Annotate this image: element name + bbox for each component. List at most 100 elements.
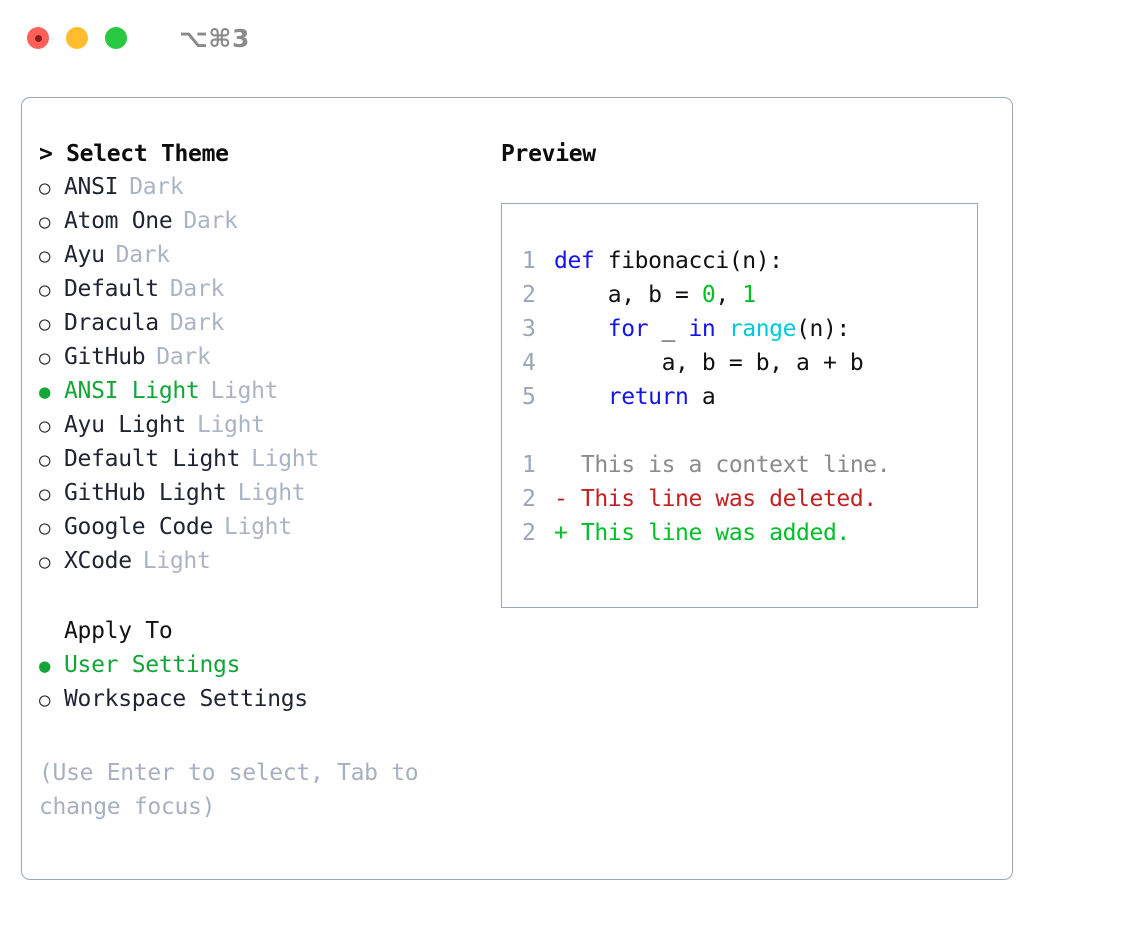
theme-option-label: GitHub Light	[64, 480, 227, 506]
code-line-text: def fibonacci(n):	[554, 248, 783, 274]
diff-sample: 1 This is a context line. 2 - This line wa…	[502, 452, 977, 554]
radio-selected-icon: ●	[39, 381, 51, 403]
apply-to-option-label: User Settings	[64, 652, 241, 678]
preview-title: Preview	[501, 141, 596, 167]
code-line-text: return a	[554, 384, 716, 410]
page-title-prefix: >	[39, 141, 67, 167]
theme-option-label: Atom One	[64, 208, 173, 234]
code-line-text: for _ in range(n):	[554, 316, 850, 342]
code-token-plain: ,	[715, 282, 743, 308]
code-token-plain	[715, 316, 728, 342]
code-token-kw: def	[554, 248, 595, 274]
theme-option-google-code[interactable]: ○ Google Code Light	[39, 514, 499, 548]
theme-variant-badge: Dark	[129, 174, 184, 200]
spacer	[502, 418, 977, 452]
title-bar: ⌥⌘3	[0, 0, 1140, 76]
radio-unselected-icon: ○	[39, 517, 51, 539]
theme-variant-badge: Light	[224, 514, 292, 540]
maximize-window-button[interactable]	[105, 27, 127, 49]
theme-option-label: Default Light	[64, 446, 241, 472]
diff-line-text: + This line was added.	[554, 520, 850, 546]
theme-option-label: ANSI Light	[64, 378, 200, 404]
theme-option-label: Ayu Light	[64, 412, 186, 438]
diff-line-text: - This line was deleted.	[554, 486, 877, 512]
radio-unselected-icon: ○	[39, 415, 51, 437]
code-token-plain: a, b = b, a + b	[554, 350, 864, 376]
theme-option-github[interactable]: ○ GitHub Dark	[39, 344, 499, 378]
line-number: 2	[522, 486, 536, 512]
code-token-plain	[554, 384, 608, 410]
theme-option-default[interactable]: ○ Default Dark	[39, 276, 499, 310]
keyboard-shortcut-label: ⌥⌘3	[179, 23, 250, 53]
theme-option-label: XCode	[64, 548, 132, 574]
code-line: 5 return a	[502, 384, 977, 418]
radio-unselected-icon: ○	[39, 449, 51, 471]
theme-option-label: Ayu	[64, 242, 105, 268]
theme-variant-badge: Light	[251, 446, 319, 472]
theme-option-default-light[interactable]: ○ Default Light Light	[39, 446, 499, 480]
radio-selected-icon: ●	[39, 655, 51, 677]
theme-variant-badge: Light	[210, 378, 279, 404]
line-number: 4	[522, 350, 536, 376]
diff-line-del: 2 - This line was deleted.	[502, 486, 977, 520]
radio-unselected-icon: ○	[39, 347, 51, 369]
theme-option-ayu-light[interactable]: ○ Ayu Light Light	[39, 412, 499, 446]
code-token-plain: a, b =	[554, 282, 702, 308]
theme-option-label: GitHub	[64, 344, 146, 370]
apply-to-option-workspace-settings[interactable]: ○Workspace Settings	[39, 686, 499, 720]
code-token-plain: a	[688, 384, 716, 410]
keyboard-hint: (Use Enter to select, Tab to change focu…	[39, 760, 419, 820]
code-token-plain: fibonacci(n):	[594, 248, 783, 274]
diff-line-text: This is a context line.	[554, 452, 891, 478]
apply-to-option-label: Workspace Settings	[64, 686, 308, 712]
theme-variant-badge: Dark	[183, 208, 238, 234]
theme-option-atom-one[interactable]: ○ Atom One Dark	[39, 208, 499, 242]
theme-option-label: Default	[64, 276, 159, 302]
apply-to-heading: Apply To	[64, 618, 173, 644]
code-token-num: 1	[742, 282, 756, 308]
diff-line-add: 2 + This line was added.	[502, 520, 977, 554]
theme-variant-badge: Light	[237, 480, 306, 506]
theme-variant-badge: Dark	[169, 276, 225, 302]
theme-variant-badge: Light	[196, 412, 265, 438]
code-token-kw: return	[607, 384, 689, 410]
minimize-window-button[interactable]	[66, 27, 88, 49]
line-number: 3	[522, 316, 536, 342]
code-line-text: a, b = b, a + b	[554, 350, 864, 376]
code-line: 4 a, b = b, a + b	[502, 350, 977, 384]
code-line: 1 def fibonacci(n):	[502, 248, 977, 282]
theme-option-ansi-light[interactable]: ● ANSI Light Light	[39, 378, 499, 412]
page-title: > Select Theme	[39, 141, 499, 167]
line-number: 1	[522, 248, 536, 274]
theme-variant-badge: Light	[142, 548, 211, 574]
radio-unselected-icon: ○	[39, 211, 51, 233]
code-token-plain	[554, 316, 608, 342]
apply-to-list: ● User Settings ○Workspace Settings	[39, 652, 499, 720]
close-window-button[interactable]	[27, 27, 49, 49]
spacer	[39, 582, 499, 618]
radio-unselected-icon: ○	[39, 313, 51, 335]
line-number: 2	[522, 520, 536, 546]
code-line: 3 for _ in range(n):	[502, 316, 977, 350]
apply-to-option-user-settings[interactable]: ● User Settings	[39, 652, 499, 686]
radio-unselected-icon: ○	[39, 279, 51, 301]
line-number: 1	[522, 452, 536, 478]
theme-option-label: Dracula	[64, 310, 159, 336]
theme-variant-badge: Dark	[156, 344, 211, 370]
line-number: 2	[522, 282, 536, 308]
window-controls	[27, 27, 127, 49]
line-number: 5	[522, 384, 536, 410]
theme-option-label: Google Code	[64, 514, 214, 540]
code-token-plain: _	[648, 316, 689, 342]
